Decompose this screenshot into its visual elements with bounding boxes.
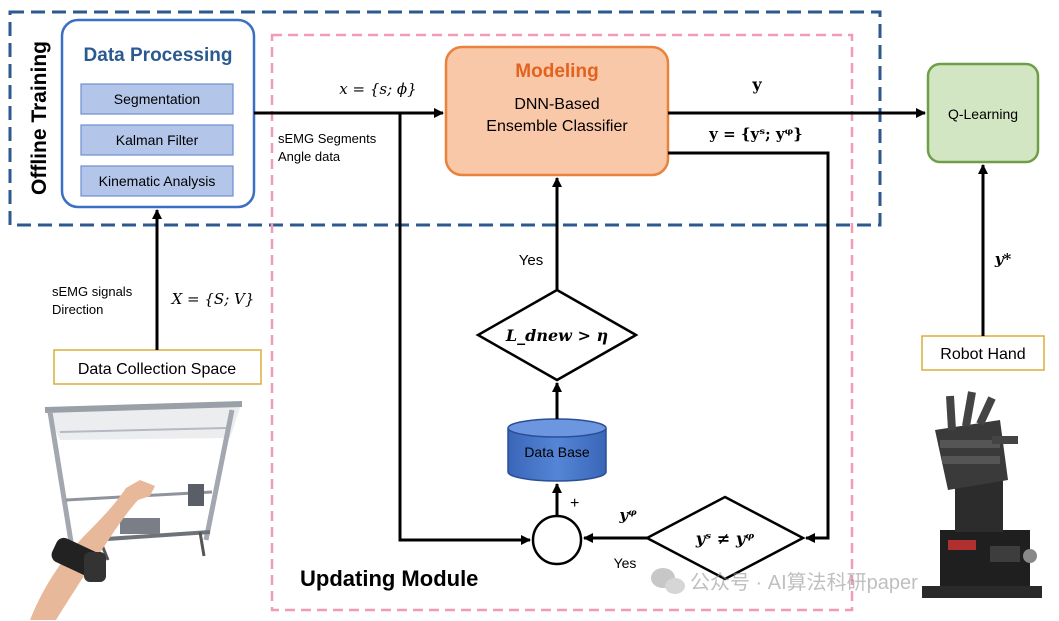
robot-hand-label: Robot Hand xyxy=(940,346,1025,363)
step-box-kinematic xyxy=(80,165,234,197)
sum-junction xyxy=(531,514,583,566)
q-learning-box xyxy=(926,62,1040,164)
modeling-title: Modeling xyxy=(515,61,598,82)
loss-decision-diamond xyxy=(475,288,639,382)
label-semg-segments: sEMG Segments xyxy=(278,131,377,146)
watermark: 公众号 · AI算法科研paper xyxy=(651,568,918,594)
step-kalman-filter: Kalman Filter xyxy=(116,132,199,148)
modeling-box xyxy=(444,45,670,177)
rehab-frame-arm-photo xyxy=(30,401,243,620)
label-angle-data: Angle data xyxy=(278,149,341,164)
label-yes-up: Yes xyxy=(519,252,543,269)
wechat-icon xyxy=(651,568,685,594)
arrow-x-to-sum xyxy=(398,113,531,545)
label-x-eq: x = {s; ϕ} xyxy=(339,80,416,98)
robotic-hand-photo xyxy=(922,391,1042,598)
label-yes-left: Yes xyxy=(614,555,637,571)
label-X-eq: X = {S; V} xyxy=(171,290,255,308)
updating-module-label: Updating Module xyxy=(300,566,478,591)
robot-hand-box xyxy=(921,335,1045,371)
plus-sign: + xyxy=(570,495,579,512)
step-segmentation: Segmentation xyxy=(114,91,200,107)
q-learning-label: Q-Learning xyxy=(948,106,1018,122)
flow-lines xyxy=(152,108,988,545)
label-direction: Direction xyxy=(52,302,103,317)
label-y-phi: yᵠ xyxy=(618,506,637,524)
label-y-star: y* xyxy=(994,250,1012,268)
updating-module-region xyxy=(270,33,854,612)
data-collection-box xyxy=(53,349,262,385)
loss-decision-label: L_dnew > η xyxy=(505,326,608,345)
step-kinematic-analysis: Kinematic Analysis xyxy=(99,173,216,189)
data-collection-label: Data Collection Space xyxy=(78,361,236,378)
mismatch-decision-diamond xyxy=(644,495,806,581)
label-y: y xyxy=(751,75,762,94)
watermark-text: 公众号 · AI算法科研paper xyxy=(690,571,918,594)
offline-training-region xyxy=(8,10,882,227)
mismatch-decision-label: yˢ ≠ yᵠ xyxy=(695,529,755,548)
modeling-line2: Ensemble Classifier xyxy=(486,118,628,135)
step-box-segmentation xyxy=(80,83,234,115)
label-y-eq: y = {yˢ; yᵠ} xyxy=(708,125,803,143)
label-semg-signals: sEMG signals xyxy=(52,284,133,299)
database-label: Data Base xyxy=(524,444,590,460)
database-cylinder xyxy=(507,418,607,482)
data-processing-title: Data Processing xyxy=(84,45,233,66)
modeling-line1: DNN-Based xyxy=(514,96,599,113)
step-box-kalman xyxy=(80,124,234,156)
offline-training-label: Offline Training xyxy=(28,41,51,195)
arrow-y-to-mismatch xyxy=(668,151,830,543)
